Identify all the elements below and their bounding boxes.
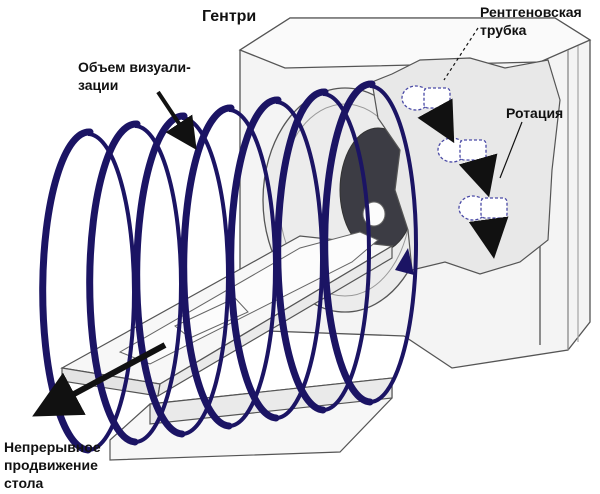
helix-loop-front: [133, 112, 188, 438]
visualization-volume-label-line: зации: [78, 77, 119, 93]
helix-loop-front: [180, 104, 235, 430]
visualization-volume-label-line: Объем визуали-: [78, 59, 191, 75]
helix-loop-front: [274, 88, 329, 414]
volume-pointer-arrow: [156, 90, 197, 150]
x-ray-tube-label: Рентгеновская трубка: [480, 3, 582, 39]
table-motion-arrow: [32, 342, 167, 417]
helix-loop-front: [321, 80, 376, 406]
tube-pointer-line: [443, 27, 479, 81]
pointer-arrows: [32, 27, 523, 417]
table-motion-label-line: стола: [4, 475, 44, 491]
helix-loop-back: [181, 116, 230, 436]
visualization-volume-label: Объем визуали- зации: [78, 58, 191, 94]
rotation-pointer-line: [499, 121, 523, 179]
table-motion-label: Непрерывное продвижение стола: [4, 438, 101, 492]
x-ray-tube-label-line: Рентгеновская: [480, 4, 582, 20]
helix-loop-front: [227, 96, 282, 422]
helix-loop-back: [369, 84, 418, 404]
x-ray-tube-label-line: трубка: [480, 22, 527, 38]
table-motion-label-line: Непрерывное: [4, 439, 101, 455]
helix-loop-front: [39, 128, 94, 454]
table-motion-label-line: продвижение: [4, 457, 98, 473]
rotation-arrow-icon: [417, 98, 509, 259]
helix-loop-front: [86, 120, 141, 446]
gantry-label: Гентри: [202, 8, 257, 25]
helical-scan-path: [39, 80, 418, 454]
helix-arrowhead: [395, 248, 414, 275]
rotation-label: Ротация: [506, 105, 564, 121]
helix-loop-back: [87, 132, 136, 452]
